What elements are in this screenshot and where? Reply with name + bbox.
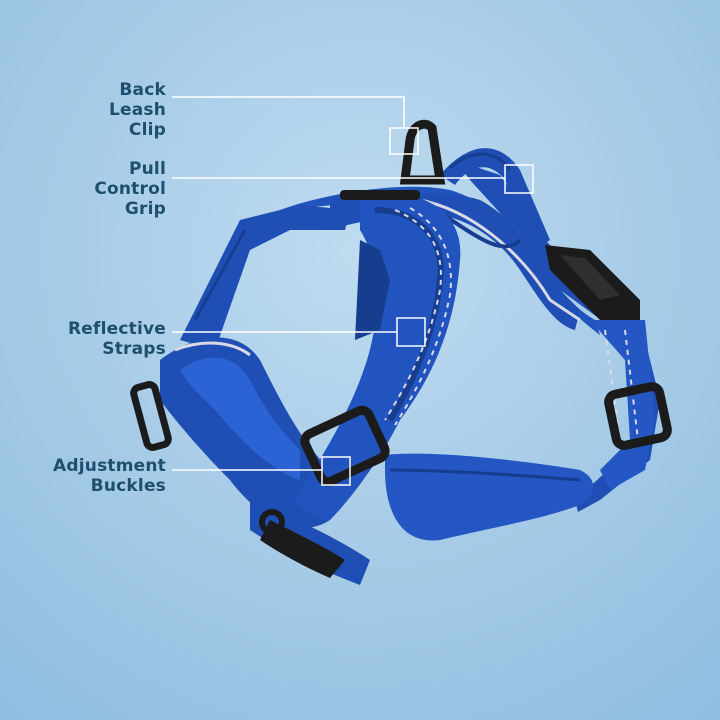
callout-label-pull-control-grip: Pull Control Grip [60,159,166,219]
callout-line: Clip [128,120,166,140]
callout-line: Pull [128,159,166,179]
neck-strap [180,205,350,350]
callout-line: Reflective [67,319,166,339]
callout-line: Leash [108,100,166,120]
right-strap [455,160,660,512]
neck-adjust-buckle [130,381,172,451]
callout-lines [172,96,534,486]
center-strap [295,192,461,520]
callout-label-back-leash-clip: Back Leash Clip [60,80,166,140]
callout-line: Straps [102,339,166,359]
target-box-adjustment-buckles [321,456,351,486]
right-adjust-buckle [604,382,672,450]
callout-line: Buckles [90,476,166,496]
callout-line: Control [94,179,166,199]
target-box-pull-control-grip [504,164,534,194]
chest-panel [160,337,330,528]
callout-line: Adjustment [53,456,166,476]
target-box-back-leash-clip [389,127,419,155]
leash-clip [399,119,446,185]
chest-ring [259,509,285,535]
side-release-buckle [545,245,640,320]
callout-line: Grip [124,199,166,219]
callout-label-reflective-straps: Reflective Straps [30,319,166,359]
logo-tag [340,190,420,200]
callout-line: Back [119,80,166,100]
callout-label-adjustment-buckles: Adjustment Buckles [20,456,166,496]
target-box-reflective-straps [396,317,426,347]
chest-adjust-buckle [300,405,390,487]
belly-panel [385,453,594,541]
leader-back-leash-clip [172,96,405,128]
